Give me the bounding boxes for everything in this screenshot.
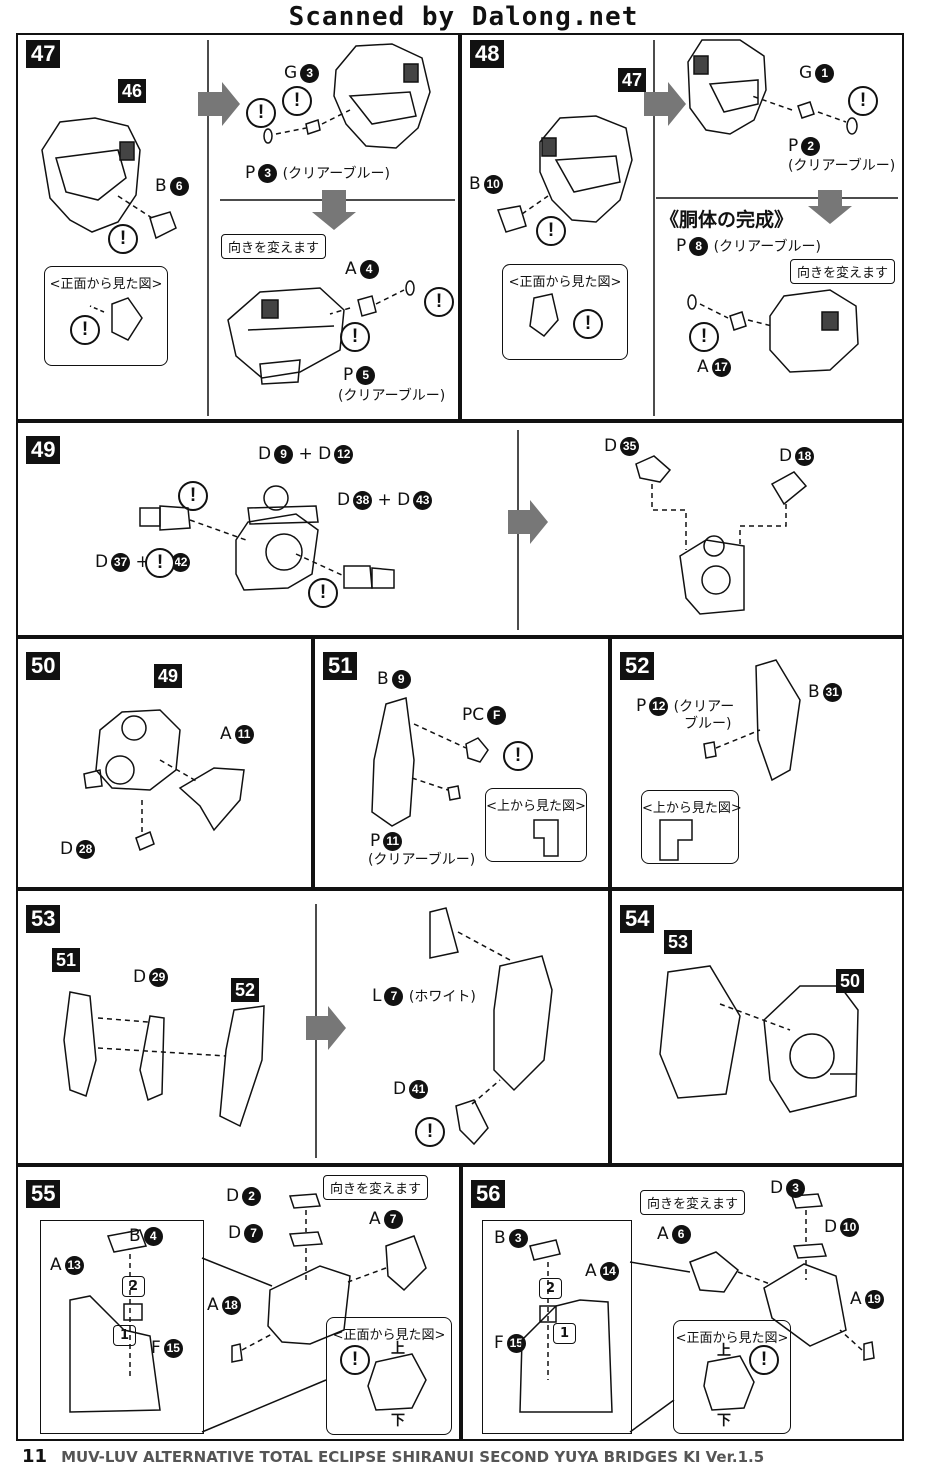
- turn-around-note: 向きを変えます: [323, 1175, 429, 1200]
- step-number: 47: [26, 40, 61, 68]
- scan-watermark: Scanned by Dalong.net: [288, 2, 639, 32]
- caution-icon: !: [573, 309, 603, 339]
- turn-around-note: 向きを変えます: [221, 234, 327, 259]
- top-view-callout: <上から見た図>: [485, 788, 587, 862]
- down-label: 下: [391, 1413, 405, 1429]
- caution-icon: !: [246, 98, 276, 128]
- caution-icon: !: [749, 1345, 779, 1375]
- caution-icon: !: [536, 216, 566, 246]
- step-number: 48: [470, 40, 505, 68]
- step-number: 52: [620, 652, 655, 680]
- step-number: 51: [323, 652, 358, 680]
- caution-icon: !: [503, 741, 533, 771]
- front-view-callout: <正面から見た図>: [502, 264, 628, 360]
- caution-icon: !: [424, 287, 454, 317]
- reference-badge: 47: [618, 68, 647, 92]
- turn-around-note: 向きを変えます: [790, 259, 896, 284]
- caution-icon: !: [70, 315, 100, 345]
- top-view-callout: <上から見た図>: [641, 790, 742, 864]
- caution-icon: !: [848, 86, 878, 116]
- order-badge-1: 1: [553, 1323, 577, 1344]
- caution-icon: !: [308, 578, 338, 608]
- caution-icon: !: [415, 1117, 445, 1147]
- caution-icon: !: [145, 548, 175, 578]
- order-badge-2: 2: [122, 1276, 146, 1297]
- reference-badge: 51: [52, 948, 81, 972]
- up-label: 上: [391, 1341, 405, 1357]
- step-number: 50: [26, 652, 61, 680]
- front-view-callout: <正面から見た図>: [44, 266, 168, 366]
- reference-badge: 52: [231, 978, 260, 1002]
- clear-blue-note: (クリアーブルー): [368, 852, 476, 868]
- step-number: 53: [26, 905, 61, 933]
- order-badge-2: 2: [539, 1278, 563, 1299]
- caution-icon: !: [178, 481, 208, 511]
- reference-badge: 53: [664, 930, 693, 954]
- clear-blue-note: (クリアーブルー): [338, 388, 446, 404]
- caution-icon: !: [282, 86, 312, 116]
- turn-around-note: 向きを変えます: [640, 1190, 746, 1215]
- step-number: 55: [26, 1180, 61, 1208]
- clear-blue-note: ブルー): [684, 716, 732, 732]
- reference-badge: 50: [836, 969, 865, 993]
- caution-icon: !: [689, 322, 719, 352]
- step-54-frame: [610, 889, 904, 1165]
- step-number: 54: [620, 905, 655, 933]
- caution-icon: !: [108, 224, 138, 254]
- clear-blue-note: (クリアーブルー): [788, 158, 896, 174]
- step-number: 56: [471, 1180, 506, 1208]
- step-number: 49: [26, 436, 61, 464]
- caution-icon: !: [340, 1345, 370, 1375]
- section-heading: 《胴体の完成》: [660, 209, 794, 231]
- up-label: 上: [717, 1343, 731, 1359]
- caution-icon: !: [340, 322, 370, 352]
- front-view-callout: <正面から見た図>: [673, 1320, 791, 1434]
- reference-badge: 49: [154, 664, 183, 688]
- gray-arrow-icon: [198, 82, 852, 1050]
- reference-badge: 46: [118, 79, 147, 103]
- front-view-callout: <正面から見た図>: [326, 1317, 452, 1435]
- down-label: 下: [717, 1413, 731, 1429]
